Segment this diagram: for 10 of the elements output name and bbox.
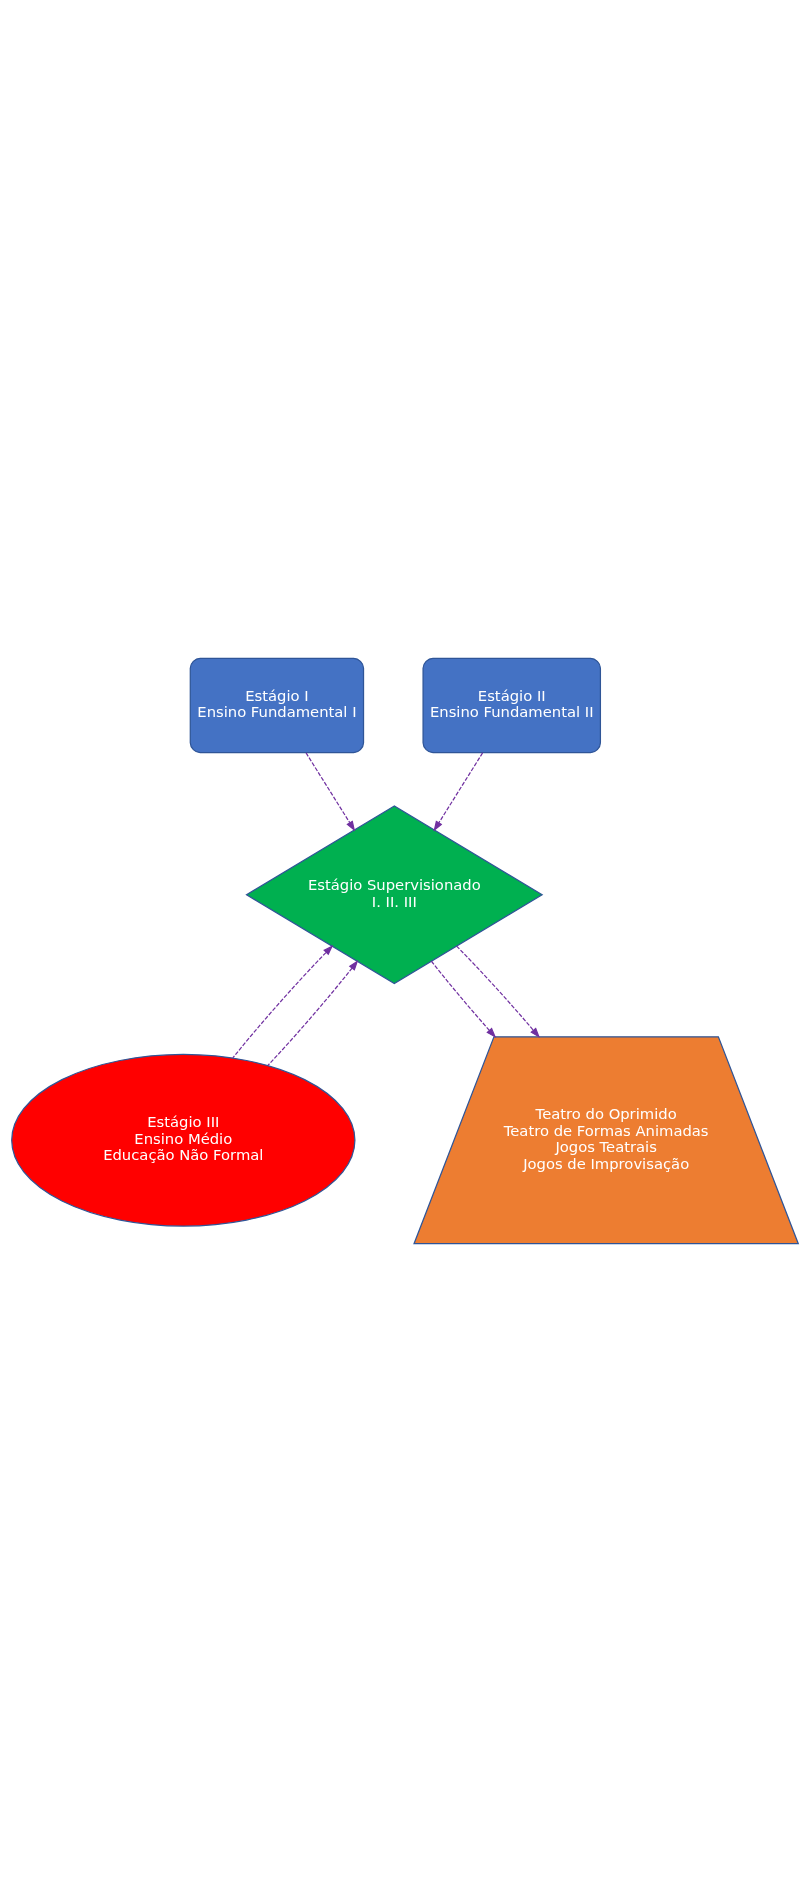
arrow <box>455 945 541 1039</box>
node-diamond: Estágio Supervisionado I. II. III <box>245 805 544 985</box>
arrow <box>267 960 359 1067</box>
arrow <box>433 752 484 832</box>
node-ellipse: Estágio III Ensino Médio Educação Não Formal <box>11 1053 356 1227</box>
arrow <box>232 945 334 1059</box>
arrow <box>305 752 356 832</box>
node-box: Estágio II Ensino Fundamental II <box>422 657 602 754</box>
node-box: Estágio I Ensino Fundamental I <box>189 657 365 754</box>
arrow <box>430 960 497 1039</box>
